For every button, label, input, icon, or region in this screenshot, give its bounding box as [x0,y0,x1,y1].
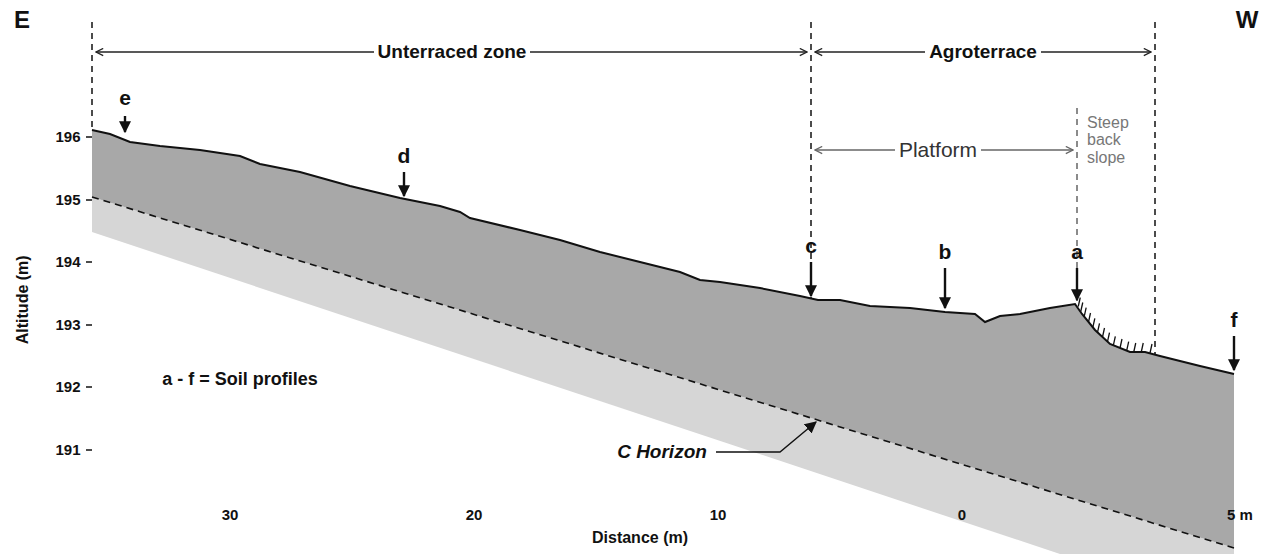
tick-label: 195 [55,192,80,209]
slope-hatching [1078,298,1152,354]
hatch-stroke [1141,343,1143,352]
profile-letter: e [119,86,131,109]
profile-letter: a [1071,240,1083,263]
tick-label: 194 [55,254,80,271]
zone-label: Platform [895,138,981,161]
profile-letter: f [1231,308,1238,331]
tick-label: 30 [222,507,239,524]
direction-label: W [1236,7,1259,33]
layer-label: C Horizon [617,442,707,463]
profile-arrows [125,116,1234,370]
hatch-stroke [1078,298,1080,307]
tick-label: 191 [55,442,80,459]
hatch-stroke [1113,336,1115,345]
tick-label: 192 [55,379,80,396]
hatch-stroke [1120,339,1122,348]
profile-letter: d [398,144,411,167]
hatch-stroke [1081,303,1083,312]
leader-line [716,422,816,452]
tick-label: 193 [55,317,80,334]
zone-label: Steep back slope [1083,114,1151,167]
zone-boundaries [92,22,1155,354]
hatch-stroke [1089,313,1091,322]
zone-label: Agroterrace [925,42,1041,63]
profile-letter: b [939,240,952,263]
zone-label: Unterraced zone [374,42,531,63]
c-horizon-boundary [92,197,1234,548]
hatch-stroke [1098,323,1100,332]
hatch-stroke [1134,343,1136,352]
axis-ticks [86,137,92,450]
hatch-stroke [1127,342,1129,351]
tick-label: 0 [958,507,966,524]
tick-label: 20 [466,507,483,524]
soil-body [92,130,1234,548]
hatch-stroke [1093,318,1095,327]
profile-letter: c [805,234,817,257]
axis-title: Distance (m) [592,529,688,547]
ground-surface [92,130,1234,374]
tick-label: 5 m [1227,507,1253,524]
tick-label: 196 [55,129,80,146]
tick-label: 10 [710,507,727,524]
hatch-stroke [1108,333,1110,342]
axis-title: Altitude (m) [13,256,31,345]
hatch-stroke [1150,344,1152,353]
hatch-stroke [1084,308,1086,317]
hatch-stroke [1103,328,1105,337]
legend-note: a - f = Soil profiles [162,370,318,390]
direction-label: E [14,7,30,33]
back-slope-boundary [1076,108,1078,302]
